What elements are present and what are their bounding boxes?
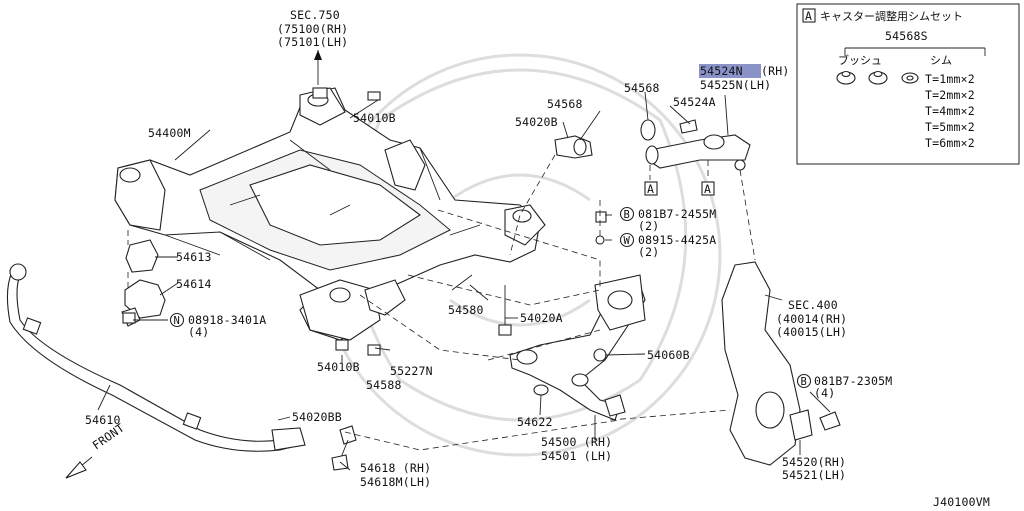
label-54524n-rh: (RH) bbox=[761, 64, 790, 78]
circle-b-icon bbox=[619, 206, 635, 222]
label-sec400[interactable]: SEC.400 bbox=[788, 298, 838, 312]
label-081b7-2455m-qty: (2) bbox=[638, 219, 659, 233]
circle-b-letter: B bbox=[624, 209, 630, 221]
label-08915-4425a[interactable]: 08915-4425A bbox=[638, 233, 716, 247]
label-54610[interactable]: 54610 bbox=[85, 413, 121, 427]
label-54520-rh[interactable]: 54520(RH) bbox=[782, 455, 846, 469]
label-54614[interactable]: 54614 bbox=[176, 277, 212, 291]
bolts-illustration bbox=[122, 87, 607, 396]
inset-part-number[interactable]: 54568S bbox=[885, 29, 928, 43]
front-arrow: FRONT bbox=[65, 421, 127, 479]
highlight-box bbox=[699, 64, 761, 78]
label-54501-lh[interactable]: 54501 (LH) bbox=[541, 449, 612, 463]
label-081b7-2305m-qty: (4) bbox=[814, 386, 835, 400]
diagram-code: J40100VM bbox=[933, 495, 990, 509]
label-54524n[interactable]: 54524N bbox=[700, 64, 743, 78]
callout-labels: SEC.750 (75100(RH) (75101(LH) 54010B 544… bbox=[85, 8, 990, 509]
label-55227n[interactable]: 55227N bbox=[390, 364, 433, 378]
inset-ref: A bbox=[805, 9, 812, 23]
label-sec400-rh: (40014(RH) bbox=[776, 312, 847, 326]
shim-size-2: T=2mm×2 bbox=[925, 88, 975, 102]
label-08915-qty: (2) bbox=[638, 245, 659, 259]
label-54020b[interactable]: 54020B bbox=[515, 115, 558, 129]
label-081b7-2305m[interactable]: 081B7-2305M bbox=[814, 374, 892, 388]
leader-lines bbox=[97, 50, 831, 471]
label-08918-qty: (4) bbox=[188, 325, 209, 339]
label-54622[interactable]: 54622 bbox=[517, 415, 553, 429]
upper-link-illustration bbox=[554, 119, 751, 171]
lower-link-illustration bbox=[509, 274, 646, 421]
label-54588[interactable]: 54588 bbox=[366, 378, 402, 392]
label-54568[interactable]: 54568 bbox=[624, 81, 660, 95]
stabilizer-bar-illustration bbox=[6, 263, 306, 452]
label-08918-3401a[interactable]: 08918-3401A bbox=[188, 313, 266, 327]
label-54524a[interactable]: 54524A bbox=[673, 95, 716, 109]
inset-ref-box bbox=[802, 8, 816, 23]
bushing-clamp-illustration bbox=[121, 239, 166, 327]
circle-b2-letter: B bbox=[801, 376, 807, 388]
inset-col-shim: シム bbox=[930, 54, 952, 67]
label-081b7-2455m[interactable]: 081B7-2455M bbox=[638, 207, 716, 221]
inset-title: キャスター調整用シムセット bbox=[820, 9, 963, 23]
circle-w-letter: W bbox=[624, 235, 631, 247]
label-54568-left[interactable]: 54568 bbox=[547, 97, 583, 111]
label-sec400-lh: (40015(LH) bbox=[776, 325, 847, 339]
label-54500-rh[interactable]: 54500 (RH) bbox=[541, 435, 612, 449]
inset-col-bush: ブッシュ bbox=[838, 53, 882, 67]
label-54618m-lh[interactable]: 54618M(LH) bbox=[360, 475, 431, 489]
label-sec750-rh: (75100(RH) bbox=[277, 22, 348, 36]
circle-b2-icon bbox=[796, 373, 812, 389]
ref-a-2[interactable]: A bbox=[704, 182, 711, 196]
shim-size-4: T=5mm×2 bbox=[925, 120, 975, 134]
ref-a-box-2 bbox=[701, 181, 715, 196]
label-54400m[interactable]: 54400M bbox=[148, 126, 191, 140]
guide-lines bbox=[127, 154, 756, 451]
circle-w-icon bbox=[619, 232, 635, 248]
shim-size-1: T=1mm×2 bbox=[925, 72, 975, 86]
label-54020bb[interactable]: 54020BB bbox=[292, 410, 342, 424]
circle-n-icon bbox=[169, 312, 185, 328]
label-54010b-bottom[interactable]: 54010B bbox=[317, 360, 360, 374]
stabilizer-link-illustration bbox=[331, 425, 357, 471]
label-54060b[interactable]: 54060B bbox=[647, 348, 690, 362]
label-54580[interactable]: 54580 bbox=[448, 303, 484, 317]
label-54521-lh[interactable]: 54521(LH) bbox=[782, 468, 846, 482]
circle-n-letter: N bbox=[174, 315, 180, 327]
shim-size-3: T=4mm×2 bbox=[925, 104, 975, 118]
label-54618-rh[interactable]: 54618 (RH) bbox=[360, 461, 431, 475]
ref-a-1[interactable]: A bbox=[647, 182, 654, 196]
inset-shim-set: A キャスター調整用シムセット 54568S ブッシュ シム T=1mm×2 T… bbox=[796, 3, 1020, 165]
label-54525n[interactable]: 54525N(LH) bbox=[700, 78, 771, 92]
knuckle-illustration bbox=[721, 261, 841, 466]
label-54613[interactable]: 54613 bbox=[176, 250, 212, 264]
label-sec750[interactable]: SEC.750 bbox=[290, 8, 340, 22]
ref-a-box-1 bbox=[644, 181, 658, 196]
shim-size-5: T=6mm×2 bbox=[925, 136, 975, 150]
label-54020a[interactable]: 54020A bbox=[520, 311, 563, 325]
label-sec750-lh: (75101(LH) bbox=[277, 35, 348, 49]
label-54010b-top[interactable]: 54010B bbox=[353, 111, 396, 125]
